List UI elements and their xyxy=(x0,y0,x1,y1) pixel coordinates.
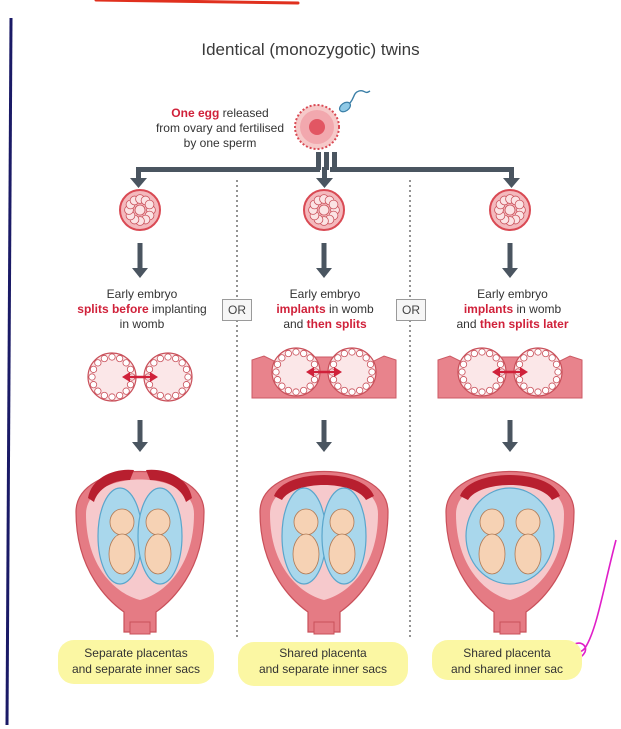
col2-line2-rest: in womb xyxy=(326,302,374,316)
col3-line3-plain: and xyxy=(456,317,479,331)
col3-line2-red: implants xyxy=(464,302,513,316)
column-2-label: Early embryo implants in womb and then s… xyxy=(245,287,405,332)
col1-line2-rest: implanting xyxy=(149,302,207,316)
col2-line3-plain: and xyxy=(283,317,306,331)
col3-line1: Early embryo xyxy=(430,287,595,302)
caption-2-line2: and separate inner sacs xyxy=(238,661,408,677)
caption-2-line1: Shared placenta xyxy=(238,645,408,661)
col1-line3: in womb xyxy=(120,317,165,331)
caption-2: Shared placenta and separate inner sacs xyxy=(238,645,408,677)
column-1-label: Early embryo splits before implanting in… xyxy=(62,287,222,332)
caption-3-line1: Shared placenta xyxy=(432,645,582,661)
col2-line2-red: implants xyxy=(276,302,325,316)
caption-3: Shared placenta and shared inner sac xyxy=(432,645,582,677)
col1-line1: Early embryo xyxy=(62,287,222,302)
caption-1-line1: Separate placentas xyxy=(58,645,214,661)
column-3-label: Early embryo implants in womb and then s… xyxy=(430,287,595,332)
col2-line3-red: then splits xyxy=(307,317,367,331)
col3-line3-red: then splits later xyxy=(480,317,569,331)
col3-line2-rest: in womb xyxy=(513,302,561,316)
caption-3-line2: and shared inner sac xyxy=(432,661,582,677)
caption-1: Separate placentas and separate inner sa… xyxy=(58,645,214,677)
col2-line1: Early embryo xyxy=(245,287,405,302)
col1-line2-red: splits before xyxy=(77,302,148,316)
caption-1-line2: and separate inner sacs xyxy=(58,661,214,677)
